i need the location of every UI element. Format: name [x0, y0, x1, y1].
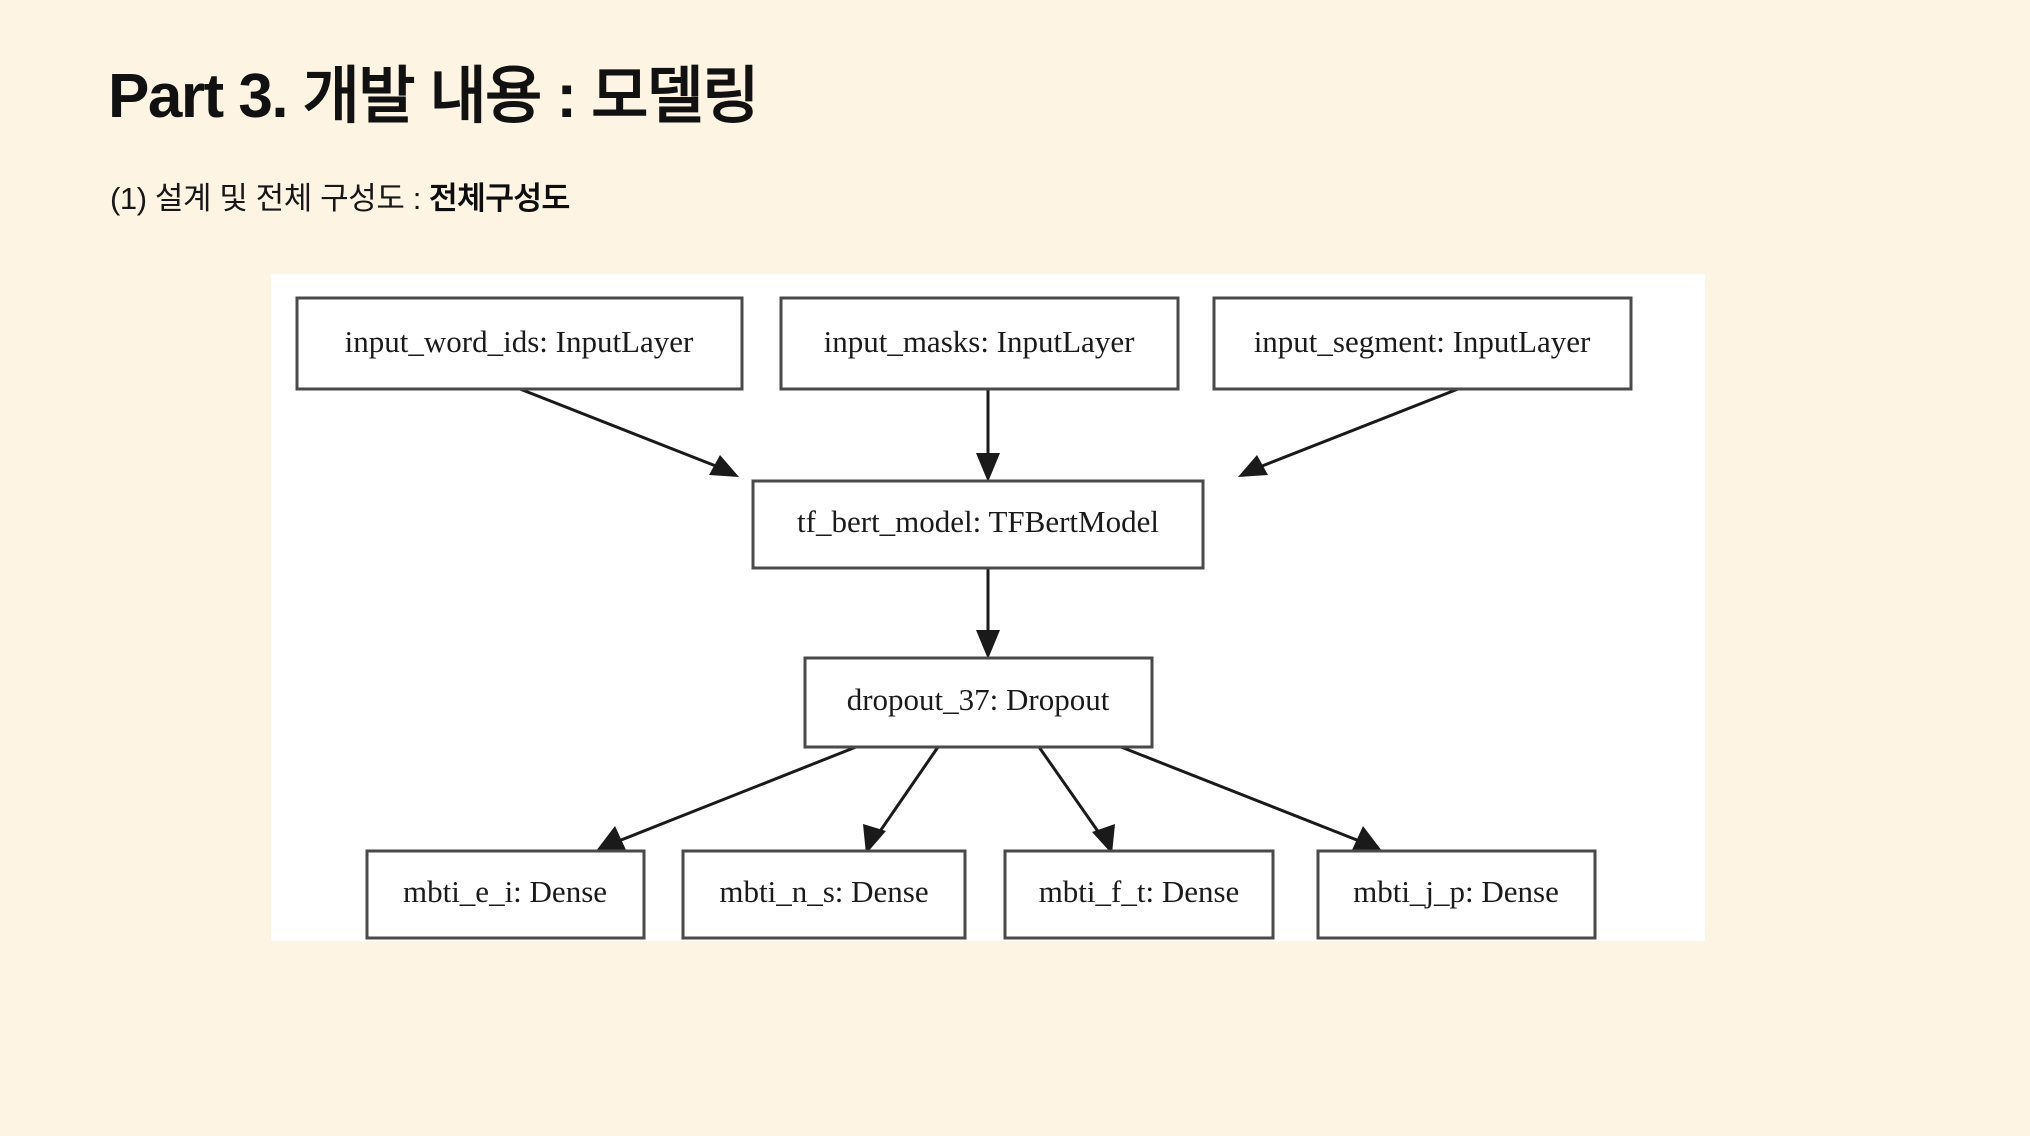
node-dropout-37[interactable]: dropout_37: Dropout [803, 656, 1154, 749]
node-mbti-n-s[interactable]: mbti_n_s: Dense [681, 849, 967, 940]
page-subtitle: (1) 설계 및 전체 구성도 : 전체구성도 [110, 173, 570, 218]
edge-bert-to-dropout [976, 568, 1000, 659]
node-tf-bert-model-label: tf_bert_model: TFBertModel [797, 504, 1159, 539]
node-input-word-ids[interactable]: input_word_ids: InputLayer [295, 296, 744, 391]
edge-input-masks-to-bert [976, 389, 1000, 482]
node-mbti-f-t-label: mbti_f_t: Dense [1039, 874, 1240, 909]
page-title: Part 3. 개발 내용 : 모델링 [108, 62, 759, 131]
edge-input-segment-to-bert [1238, 387, 1459, 477]
node-input-segment[interactable]: input_segment: InputLayer [1212, 296, 1633, 391]
node-input-word-ids-label: input_word_ids: InputLayer [345, 324, 694, 359]
edge-dropout-to-mbti-j-p [1120, 745, 1382, 851]
node-dropout-37-label: dropout_37: Dropout [847, 682, 1110, 717]
page-subtitle-emphasis: 전체구성도 [429, 181, 570, 216]
page-subtitle-normal: (1) 설계 및 전체 구성도 : [110, 181, 430, 216]
node-input-masks-label: input_masks: InputLayer [824, 324, 1135, 359]
node-mbti-j-p[interactable]: mbti_j_p: Dense [1316, 849, 1597, 940]
edge-input-word-ids-to-bert [519, 387, 739, 477]
node-input-segment-label: input_segment: InputLayer [1254, 324, 1591, 359]
node-mbti-e-i-label: mbti_e_i: Dense [403, 874, 607, 909]
node-mbti-n-s-label: mbti_n_s: Dense [719, 874, 928, 909]
node-mbti-f-t[interactable]: mbti_f_t: Dense [1003, 849, 1275, 940]
node-mbti-e-i[interactable]: mbti_e_i: Dense [365, 849, 646, 940]
node-tf-bert-model[interactable]: tf_bert_model: TFBertModel [751, 479, 1205, 570]
node-input-masks[interactable]: input_masks: InputLayer [779, 296, 1180, 391]
node-mbti-j-p-label: mbti_j_p: Dense [1353, 874, 1559, 909]
model-graph-svg: input_word_ids: InputLayer input_masks: … [295, 296, 1633, 940]
edge-dropout-to-mbti-n-s [863, 746, 940, 854]
edge-dropout-to-mbti-e-i [596, 745, 857, 851]
edge-dropout-to-mbti-f-t [1037, 746, 1115, 854]
model-architecture-diagram: input_word_ids: InputLayer input_masks: … [271, 274, 1705, 941]
